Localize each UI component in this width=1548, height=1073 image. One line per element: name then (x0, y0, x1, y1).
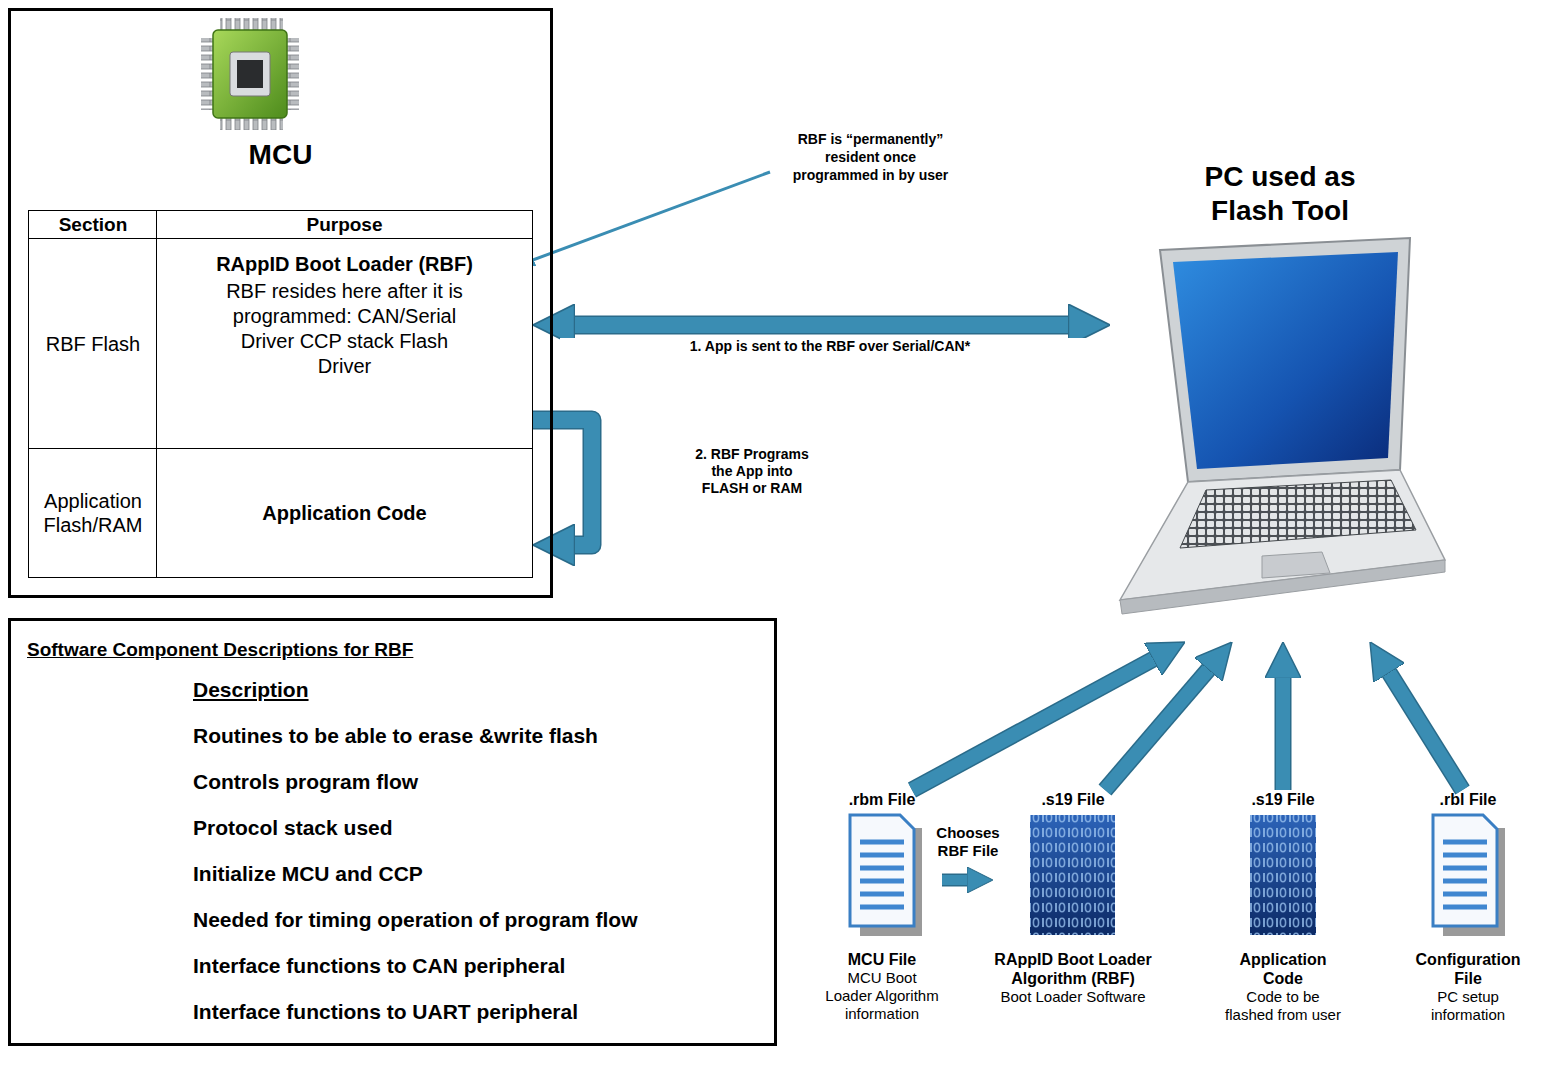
description-line: Needed for timing operation of program f… (193, 897, 774, 943)
file-item: .s19 FileApplication CodeCode to be flas… (1223, 790, 1343, 1065)
leader-line (522, 172, 770, 264)
document-icon (850, 815, 922, 936)
table-cell: Application Code (156, 448, 533, 578)
description-line: Interface functions to UART peripheral (193, 989, 774, 1035)
file-extension: .s19 File (993, 790, 1153, 809)
description-box: Software Component Descriptions for RBF D… (8, 618, 777, 1046)
purpose-text: RBF resides here after it is programmed:… (214, 279, 476, 379)
column-header: Purpose (306, 214, 382, 236)
block-arrow (942, 880, 970, 881)
file-description: Boot Loader Software (993, 988, 1153, 1006)
block-arrow (1105, 667, 1211, 790)
purpose-title: RAppID Boot Loader (RBF) (216, 251, 473, 277)
arrow-body (942, 875, 970, 885)
purpose-title: Application Code (262, 501, 426, 525)
file-title: MCU File (822, 950, 942, 969)
file-description: MCU Boot Loader Algorithm information (822, 969, 942, 1023)
callout-note: RBF is “permanently” resident once progr… (783, 130, 958, 184)
table-cell: RBF Flash (28, 238, 158, 450)
arrow-outline (570, 316, 1072, 335)
edge-label: Chooses RBF File (933, 824, 1003, 860)
table-header-cell: Section (28, 210, 158, 240)
description-line: Routines to be able to erase &write flas… (193, 713, 774, 759)
file-extension: .s19 File (1223, 790, 1343, 809)
arrow-body (570, 317, 1072, 333)
description-line: Controls program flow (193, 759, 774, 805)
mcu-box: MCU Section PurposeRBF Flash RAppID Boot Lo… (8, 8, 553, 598)
chip-icon (201, 18, 299, 130)
file-item: .rbm FileMCU FileMCU Boot Loader Algorit… (822, 790, 942, 1065)
section-name: Application Flash/RAM (29, 489, 157, 537)
table-header-cell: Purpose (156, 210, 533, 240)
table-cell: RAppID Boot Loader (RBF)RBF resides here… (156, 238, 533, 450)
file-title: RAppID Boot Loader Algorithm (RBF) (993, 950, 1153, 988)
arrow-body (1387, 670, 1462, 790)
description-line: Initialize MCU and CCP (193, 851, 774, 897)
arrow-body (533, 420, 592, 545)
file-item: .rbl FileConfiguration FilePC setup info… (1413, 790, 1523, 1065)
section-name: RBF Flash (42, 332, 144, 356)
block-arrow (533, 420, 592, 545)
document-icon (1433, 815, 1505, 936)
edge-label: 2. RBF Programs the App into FLASH or RA… (688, 446, 816, 497)
block-arrow (1283, 675, 1284, 790)
arrow-outline (1387, 670, 1462, 790)
block-arrow (570, 325, 1072, 326)
binary-file-icon (1250, 815, 1316, 935)
file-description: PC setup information (1413, 988, 1523, 1024)
arrow-body (1105, 667, 1211, 790)
arrow-body (1276, 675, 1290, 790)
file-description: Code to be flashed from user (1223, 988, 1343, 1024)
file-extension: .rbl File (1413, 790, 1523, 809)
file-extension: .rbm File (822, 790, 942, 809)
description-line: Interface functions to CAN peripheral (193, 943, 774, 989)
description-line: Protocol stack used (193, 805, 774, 851)
edge-label: 1. App is sent to the RBF over Serial/CA… (560, 338, 1100, 355)
arrow-outline (1275, 675, 1292, 790)
table-cell: Application Flash/RAM (28, 448, 158, 578)
laptop-illustration (1120, 238, 1445, 614)
arrow-outline (942, 874, 970, 887)
file-title: Application Code (1223, 950, 1343, 988)
block-arrow (1387, 670, 1462, 790)
column-header: Section (59, 214, 128, 236)
file-item: .s19 FileRAppID Boot Loader Algorithm (R… (993, 790, 1153, 1065)
column-header: Description (193, 667, 774, 713)
arrow-outline (1105, 667, 1211, 790)
flash-tool-pc: PC used as Flash Tool (1110, 160, 1450, 642)
chip-title: MCU (11, 139, 550, 171)
binary-file-icon (1030, 815, 1115, 935)
arrow-outline (533, 420, 592, 545)
box-title: Software Component Descriptions for RBF (27, 639, 774, 661)
file-title: Configuration File (1413, 950, 1523, 988)
tool-title: PC used as Flash Tool (1170, 160, 1390, 228)
